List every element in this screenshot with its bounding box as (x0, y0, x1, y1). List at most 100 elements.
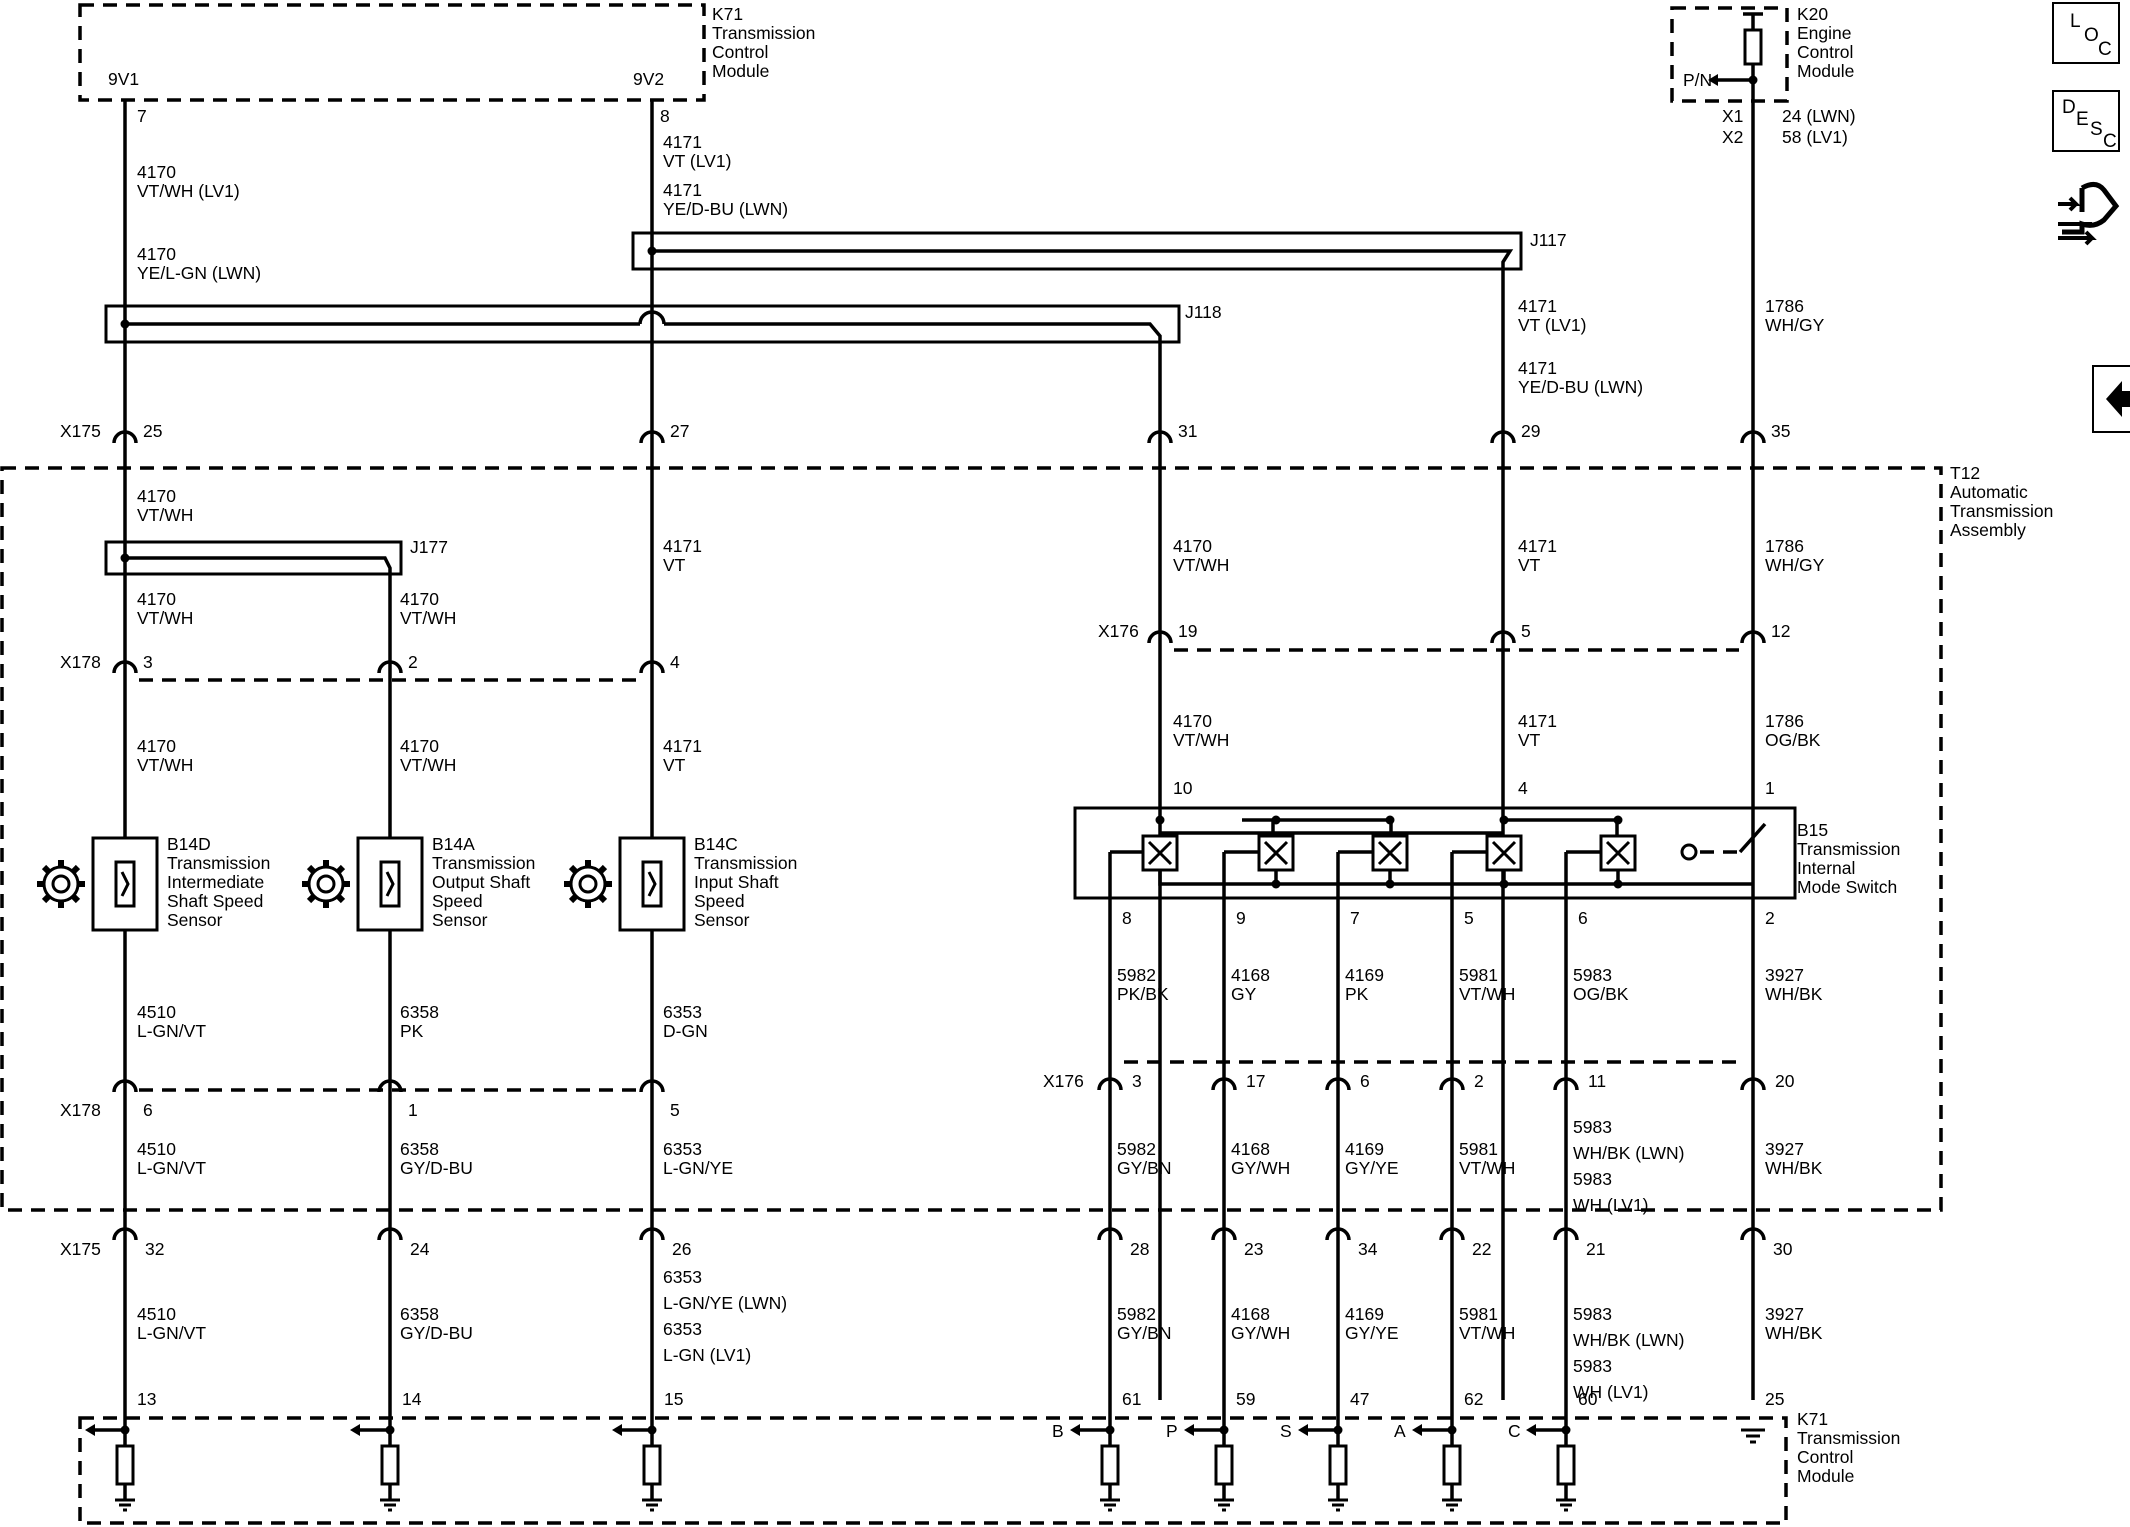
wire-l-c3-label-line-0: 6353 (663, 1139, 702, 1159)
b14d-label-line-2: Intermediate (167, 872, 264, 892)
t12-label-line-3: Assembly (1950, 520, 2026, 540)
wire-b-c2-label-line-1: GY/D-BU (400, 1323, 473, 1343)
k71-input-arrow-2 (612, 1424, 622, 1436)
desc-letter-e: E (2076, 109, 2089, 130)
b15-pin-1: 1 (1765, 778, 1775, 798)
wire-col5 (652, 249, 1514, 1400)
b15-switch-x-4 (1605, 840, 1631, 866)
k20-label-line-1: Engine (1797, 23, 1852, 43)
wire-b-s1-label-line-0: 5982 (1117, 1304, 1156, 1324)
x178-top-label: X178 (60, 652, 101, 672)
wire-b-c1-label-line-0: 4510 (137, 1304, 176, 1324)
wire-s-c1-label-line-0: 4170 (137, 736, 176, 756)
wire-b-c3-label-line-1: L-GN/YE (LWN) (663, 1293, 787, 1313)
x175-top-terminal-2 (1147, 430, 1173, 444)
x175-bottom-pin-7: 21 (1586, 1239, 1605, 1259)
k71-bottom-label-line-0: K71 (1797, 1409, 1828, 1429)
k71-input-dot-6 (1447, 1425, 1457, 1435)
b14c-label-line-3: Speed (694, 891, 745, 911)
wire-l-s5-label-line-3: WH (LV1) (1573, 1195, 1649, 1215)
x175-bottom-terminal-4 (1211, 1227, 1237, 1241)
j118-dot (120, 319, 130, 329)
wire-b-s2-label-line-1: GY/WH (1231, 1323, 1290, 1343)
wire-m-c2-label-line-0: 6358 (400, 1002, 439, 1022)
j177-splice-box (104, 540, 403, 576)
x175-top-terminal-4 (1740, 430, 1766, 444)
k71-input-arrow-0 (85, 1424, 95, 1436)
x175-top-pin-3: 29 (1521, 421, 1540, 441)
k71-input-arrow-7 (1526, 1424, 1536, 1436)
k20-x1-pin: 24 (LWN) (1782, 106, 1856, 126)
x176-top-label: X176 (1098, 621, 1139, 641)
b14d-sensor-box (91, 836, 159, 932)
wire-b-c1-label-line-1: L-GN/VT (137, 1323, 206, 1343)
wire-m-s8-label-line-0: 5982 (1117, 965, 1156, 985)
back-arrow-icon[interactable] (2092, 365, 2130, 433)
k71-input-dot-3 (1105, 1425, 1115, 1435)
wire-m-c3-label-line-1: D-GN (663, 1021, 708, 1041)
x176-bottom-pin-3: 2 (1474, 1071, 1484, 1091)
j117-label: J117 (1530, 230, 1567, 250)
x178-top-terminal-0 (112, 660, 138, 674)
t12-assembly-box (0, 466, 1943, 1212)
k20-x2-pin: 58 (LV1) (1782, 127, 1848, 147)
b14c-sensor-element (641, 860, 663, 908)
wire-m-s2-label-line-1: WH/BK (1765, 984, 1823, 1004)
b14c-label-line-4: Sensor (694, 910, 750, 930)
wire-m-s2-label-line-0: 3927 (1765, 965, 1804, 985)
k71-top-label-line-3: Module (712, 61, 769, 81)
x175-bottom-pin-5: 34 (1358, 1239, 1378, 1259)
b14a-label-line-3: Speed (432, 891, 483, 911)
x175-bottom-terminal-7 (1553, 1227, 1579, 1241)
x178-top-pin-0: 3 (143, 652, 153, 672)
k71-input-dot-7 (1561, 1425, 1571, 1435)
x175-bottom-pin-3: 28 (1130, 1239, 1149, 1259)
wire-b-s5-label-line-2: 5983 (1573, 1356, 1612, 1376)
wire-l-c2-label-line-1: GY/D-BU (400, 1158, 473, 1178)
wire-4171-c5-lwn-line-1: YE/D-BU (LWN) (1518, 377, 1643, 397)
wire-s-c5-label-line-1: VT (1518, 730, 1541, 750)
k71-pin-7: 7 (137, 106, 147, 126)
k71-bottom-pin-8: 25 (1765, 1389, 1784, 1409)
k71-pin-9v1: 9V1 (108, 69, 139, 89)
wire-l-s3-label-line-1: GY/YE (1345, 1158, 1399, 1178)
k71-input-resistor-2 (642, 1444, 662, 1486)
desc-button[interactable]: D E S C (2052, 90, 2120, 152)
b15-label-line-3: Mode Switch (1797, 877, 1897, 897)
k71-input-letter-4: C (1508, 1421, 1521, 1441)
x178-bottom-label: X178 (60, 1100, 101, 1120)
b15-contact-circle (1680, 843, 1698, 861)
ground-icon-k71 (1741, 1428, 1765, 1444)
b15-upper-dot-3 (1499, 815, 1509, 825)
wire-s-c1-label-line-1: VT/WH (137, 755, 193, 775)
k71-top-label-line-1: Transmission (712, 23, 815, 43)
k20-label-line-0: K20 (1797, 4, 1828, 24)
k71-bottom-pin-7: 60 (1578, 1389, 1598, 1409)
x178-top-pin-2: 4 (670, 652, 680, 672)
b15-bus-lower (1158, 870, 1705, 886)
j117-splice-box (631, 231, 1523, 271)
wire-m-s5-label-line-1: VT/WH (1459, 984, 1515, 1004)
k71-input-resistor-1 (380, 1444, 400, 1486)
wire-t-c5-label-line-0: 4171 (1518, 536, 1557, 556)
connector-view-icon[interactable] (2052, 168, 2122, 258)
x176-bottom-terminal-2 (1325, 1077, 1351, 1091)
b15-switch-x-2 (1377, 840, 1403, 866)
loc-button[interactable]: L O C (2052, 2, 2120, 64)
b15-switch-3 (1485, 834, 1523, 872)
wire-b-s5-label-line-3: WH (LV1) (1573, 1382, 1649, 1402)
desc-letter-d: D (2062, 97, 2076, 118)
ground-icon-3 (1100, 1498, 1120, 1512)
k71-input-arrow-1 (350, 1424, 360, 1436)
b15-bottom-pin-0: 8 (1122, 908, 1132, 928)
wire-b-s6-label-line-1: WH/BK (1765, 1323, 1823, 1343)
wire-b-s2-label-line-0: 4168 (1231, 1304, 1270, 1324)
wire-l-c1-label-line-1: L-GN/VT (137, 1158, 206, 1178)
x176-top-terminal-2 (1740, 630, 1766, 644)
b15-lower-dot-1 (1385, 879, 1395, 889)
b15-lower-dot-2 (1499, 879, 1509, 889)
wire-4170-lwn-line-0: 4170 (137, 244, 176, 264)
b15-bottom-pin-1: 9 (1236, 908, 1246, 928)
ground-icon-5 (1328, 1498, 1348, 1512)
x178-bottom-pin-0: 6 (143, 1100, 153, 1120)
